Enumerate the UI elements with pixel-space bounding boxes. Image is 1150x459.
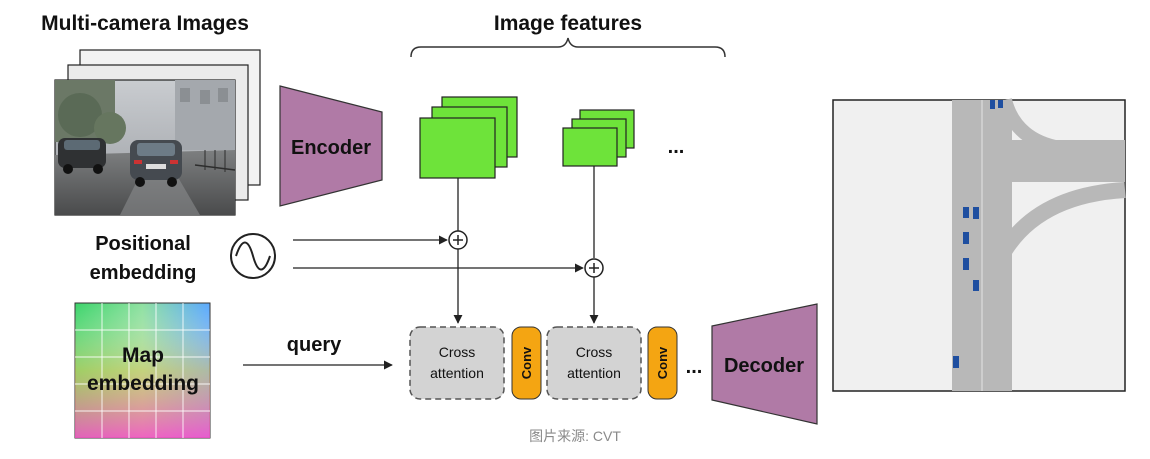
cross-attention-2-line2: attention bbox=[567, 365, 621, 381]
decoder-label: Decoder bbox=[724, 355, 804, 377]
map-label-line2: embedding bbox=[87, 372, 199, 395]
feature-stack-2 bbox=[562, 109, 635, 167]
map-embedding-grid bbox=[74, 302, 211, 439]
conv-1-label: Conv bbox=[519, 346, 534, 379]
query-label: query bbox=[287, 334, 342, 356]
conv-block-1 bbox=[511, 326, 542, 400]
positional-label-line1: Positional bbox=[95, 233, 191, 255]
encoder-block bbox=[279, 85, 383, 207]
bev-output-map bbox=[832, 98, 1126, 392]
features-brace bbox=[410, 37, 726, 58]
title-multi-camera: Multi-camera Images bbox=[41, 12, 249, 35]
sine-wave-icon bbox=[230, 233, 276, 279]
decoder-block bbox=[711, 303, 818, 425]
cross-attention-block-1 bbox=[409, 326, 505, 400]
cross-attention-1-line2: attention bbox=[430, 365, 484, 381]
sum-node-1 bbox=[448, 230, 468, 250]
pipeline-ellipsis: ... bbox=[686, 356, 703, 378]
map-label-line1: Map bbox=[122, 344, 164, 367]
encoder-label: Encoder bbox=[291, 137, 371, 159]
cross-attention-2-line1: Cross bbox=[576, 344, 613, 360]
features-ellipsis: ... bbox=[668, 136, 685, 158]
cross-attention-block-2 bbox=[546, 326, 642, 400]
title-image-features: Image features bbox=[494, 12, 642, 35]
conv-block-2 bbox=[647, 326, 678, 400]
feature-stack-1 bbox=[419, 96, 518, 179]
image-source-caption: 图片来源: CVT bbox=[529, 428, 621, 444]
conv-2-label: Conv bbox=[655, 346, 670, 379]
camera-image-front bbox=[54, 79, 236, 216]
positional-label-line2: embedding bbox=[90, 262, 197, 284]
sum-node-2 bbox=[584, 258, 604, 278]
cross-attention-1-line1: Cross bbox=[439, 344, 476, 360]
camera-image-stack bbox=[54, 49, 261, 216]
